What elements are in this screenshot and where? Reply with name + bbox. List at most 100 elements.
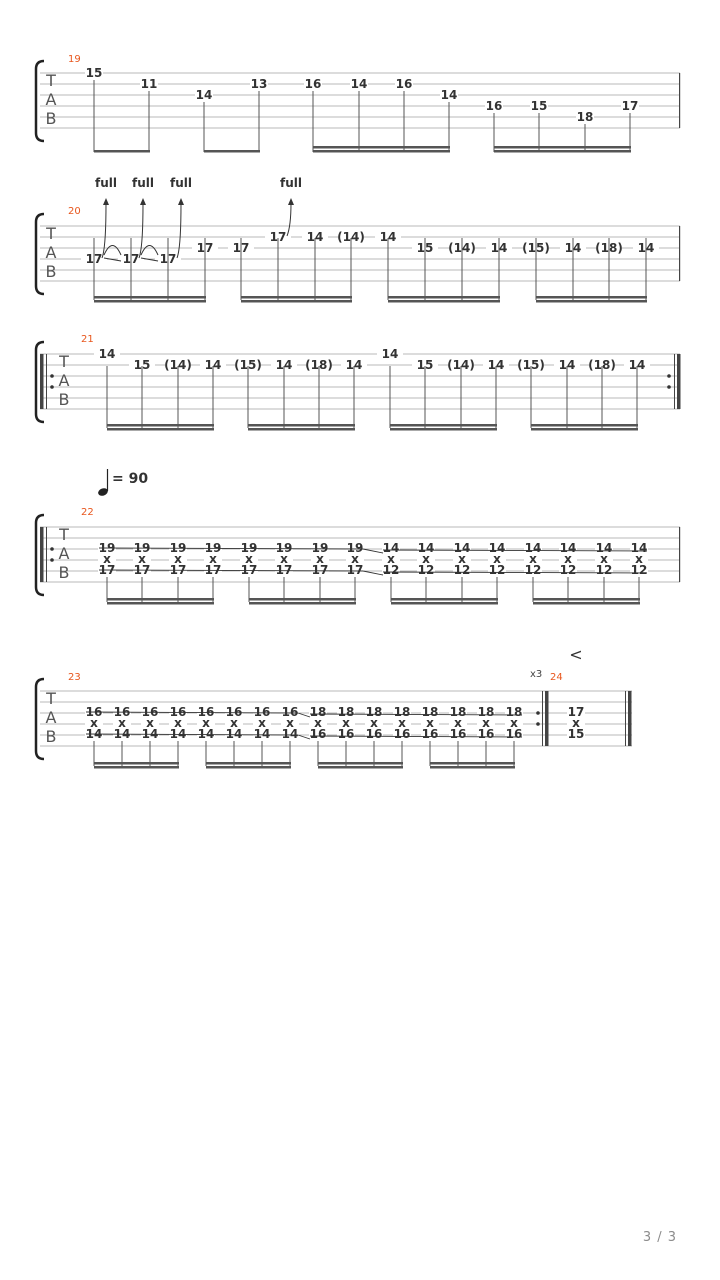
repeat-dot xyxy=(536,722,540,726)
beam xyxy=(313,146,450,149)
note-mask xyxy=(85,718,103,728)
tab-note: 12 xyxy=(418,563,435,577)
note-mask xyxy=(449,729,467,739)
note-mask xyxy=(477,729,495,739)
repeat-dot xyxy=(536,711,540,715)
note-mask xyxy=(595,543,613,553)
tab-note: 16 xyxy=(366,727,383,741)
bend-curve xyxy=(138,202,144,259)
system-bracket xyxy=(34,677,45,761)
note-mask xyxy=(141,718,159,728)
dead-note: x xyxy=(564,552,572,566)
note-mask xyxy=(630,543,648,553)
tab-note: 15 xyxy=(417,358,434,372)
quarter-note-icon xyxy=(98,488,108,496)
hammer-slur xyxy=(140,245,159,256)
beam xyxy=(107,598,214,601)
system-3: TAB211415(14)14(15)14(18)141415(14)14(15… xyxy=(34,334,681,431)
note-mask xyxy=(240,565,258,575)
note-mask xyxy=(197,718,215,728)
tab-note: 14 xyxy=(198,727,215,741)
beam xyxy=(536,296,647,299)
tab-note: (14) xyxy=(447,358,475,372)
dead-note: x xyxy=(387,552,395,566)
note-mask xyxy=(382,565,400,575)
note-mask xyxy=(554,360,580,371)
slide-line xyxy=(140,257,159,262)
legato-line xyxy=(309,713,523,716)
tab-note: 14 xyxy=(454,541,471,555)
tab-note: 16 xyxy=(305,77,322,91)
dead-note: x xyxy=(426,716,434,730)
bend-curve xyxy=(286,202,292,237)
tab-note: (18) xyxy=(305,358,333,372)
end-repeat-thin xyxy=(674,354,675,409)
note-mask xyxy=(440,90,458,101)
final-bar-thick xyxy=(628,691,632,746)
note-mask xyxy=(365,707,383,717)
note-mask xyxy=(395,79,413,90)
note-mask xyxy=(505,729,523,739)
system-bracket xyxy=(34,59,45,143)
dead-note: x xyxy=(118,716,126,730)
dead-note: x xyxy=(600,552,608,566)
dead-note: x xyxy=(209,552,217,566)
tab-note: 17 xyxy=(622,99,639,113)
tab-note: (15) xyxy=(517,358,545,372)
repeat-dot xyxy=(50,558,54,562)
note-mask xyxy=(421,729,439,739)
note-mask xyxy=(393,729,411,739)
note-mask xyxy=(505,718,523,728)
note-mask xyxy=(281,729,299,739)
note-mask xyxy=(524,565,542,575)
tab-clef-b: B xyxy=(46,262,57,281)
beam xyxy=(107,602,214,605)
beam xyxy=(391,602,498,605)
tab-note: 13 xyxy=(251,77,268,91)
beam xyxy=(313,150,450,153)
dead-note: x xyxy=(103,552,111,566)
beam xyxy=(94,296,206,299)
dead-note: x xyxy=(202,716,210,730)
tab-note: 14 xyxy=(205,358,222,372)
note-mask xyxy=(197,707,215,717)
tab-note: 14 xyxy=(441,88,458,102)
note-mask xyxy=(197,729,215,739)
note-mask xyxy=(567,729,585,739)
note-mask xyxy=(417,543,435,553)
tab-note: 17 xyxy=(241,563,258,577)
tab-note: 16 xyxy=(310,727,327,741)
tab-note: (18) xyxy=(588,358,616,372)
note-mask xyxy=(346,543,364,553)
beam xyxy=(204,150,260,153)
beam xyxy=(94,762,179,765)
slide-line xyxy=(297,712,311,718)
note-mask xyxy=(195,90,213,101)
end-bar-line xyxy=(679,226,681,281)
dead-note: x xyxy=(398,716,406,730)
note-mask xyxy=(253,729,271,739)
legato-line xyxy=(98,547,364,550)
note-mask xyxy=(524,554,542,564)
tab-note: 18 xyxy=(366,705,383,719)
slide-line xyxy=(103,257,122,262)
note-mask xyxy=(304,79,322,90)
tab-note: 12 xyxy=(596,563,613,577)
note-mask xyxy=(346,565,364,575)
tab-note: 12 xyxy=(525,563,542,577)
dead-note: x xyxy=(510,716,518,730)
dead-note: x xyxy=(280,552,288,566)
note-mask xyxy=(200,360,226,371)
note-mask xyxy=(240,554,258,564)
bend-arrow xyxy=(103,198,109,205)
tab-note: 18 xyxy=(450,705,467,719)
tab-note: 14 xyxy=(346,358,363,372)
note-mask xyxy=(225,707,243,717)
tab-note: 14 xyxy=(226,727,243,741)
note-mask xyxy=(85,68,103,79)
note-mask xyxy=(365,729,383,739)
tab-note: (14) xyxy=(337,230,365,244)
measure-number: 20 xyxy=(68,206,81,217)
dead-note: x xyxy=(482,716,490,730)
